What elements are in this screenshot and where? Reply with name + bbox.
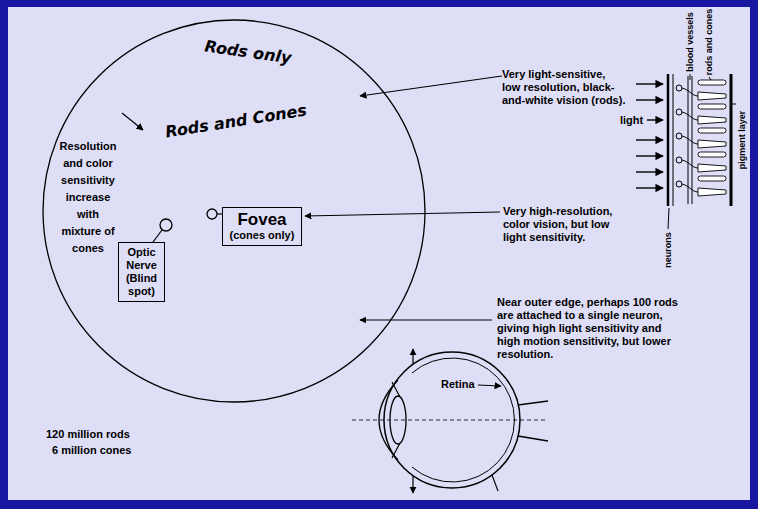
blind-spot-mark xyxy=(160,219,172,231)
part-label: Retina xyxy=(441,378,475,391)
neuron-fibre xyxy=(682,112,698,120)
cone-cell xyxy=(698,92,726,100)
iris xyxy=(392,443,400,458)
cone-cell xyxy=(698,188,726,196)
rod-cell xyxy=(698,128,726,133)
neurons xyxy=(676,85,698,192)
blood-vessel xyxy=(692,76,693,204)
layer-label: neurons xyxy=(663,232,674,268)
fovea-mark xyxy=(207,209,217,219)
leader-line xyxy=(153,230,162,242)
blood-vessel xyxy=(688,76,689,204)
light-arrows xyxy=(636,84,663,188)
leader-line xyxy=(709,77,711,80)
optical-axis xyxy=(352,420,548,421)
zone-note: Resolution and color sensitivity increas… xyxy=(58,138,118,257)
optic-nerve xyxy=(518,401,548,405)
annotation: Very high-resolution, color vision, but … xyxy=(503,205,621,244)
neuron-fibre xyxy=(682,88,698,96)
rod-cell xyxy=(698,80,726,85)
direction-arrow xyxy=(412,476,413,493)
box-label: (cones only) xyxy=(229,229,295,242)
leader-line xyxy=(305,212,500,216)
fovea-box: Fovea(cones only) xyxy=(222,207,302,246)
neuron-layer xyxy=(673,74,674,206)
annotation: Very light-sensitive, low resolution, bl… xyxy=(502,68,626,107)
iris xyxy=(392,382,400,397)
neuron-layer xyxy=(667,74,670,206)
neuron-fibre xyxy=(682,136,698,144)
leader-line xyxy=(732,104,736,105)
cone-cell xyxy=(698,140,726,148)
tick-mark xyxy=(492,475,498,491)
cone-cell xyxy=(698,116,726,124)
neuron-cell xyxy=(676,181,682,187)
photoreceptors xyxy=(698,80,726,196)
light-arrow xyxy=(636,99,663,100)
annotation: Near outer edge, perhaps 100 rods are at… xyxy=(497,296,685,361)
cone-cell xyxy=(698,164,726,172)
light-arrow xyxy=(636,171,663,172)
part-label: light xyxy=(620,114,643,127)
count-label: 120 million rods xyxy=(46,428,130,441)
leader-line xyxy=(122,113,143,130)
rod-cell xyxy=(698,152,726,157)
layer-label: pigment layer xyxy=(737,111,748,170)
light-arrow xyxy=(636,187,663,188)
box-heading: Fovea xyxy=(229,210,295,229)
neuron-cell xyxy=(676,157,682,163)
leader-line xyxy=(360,76,502,96)
neuron-cell xyxy=(676,85,682,91)
leader-line xyxy=(690,74,691,80)
retina-outline xyxy=(43,20,425,402)
neuron-fibre xyxy=(682,184,698,192)
box-label: Optic Nerve (Blind spot) xyxy=(124,246,160,298)
light-arrow xyxy=(636,139,663,140)
direction-arrow xyxy=(412,349,413,365)
leader-line xyxy=(478,385,501,386)
zone-label: Rods and Cones xyxy=(164,100,308,141)
leader-line xyxy=(360,319,492,320)
layer-label: blood vessels xyxy=(685,12,696,72)
retina-field: Rods onlyRods and ConesResolution and co… xyxy=(42,19,426,403)
neuron-cell xyxy=(676,109,682,115)
leader-line xyxy=(668,208,669,229)
optic-nerve-box: Optic Nerve (Blind spot) xyxy=(118,242,165,302)
pigment-layer xyxy=(730,74,733,206)
neuron-cell xyxy=(676,133,682,139)
zone-label: Rods only xyxy=(203,37,292,68)
light-arrow xyxy=(636,83,663,84)
rod-cell xyxy=(698,176,726,181)
count-label: 6 million cones xyxy=(52,444,131,457)
light-arrow xyxy=(647,119,663,120)
optic-nerve xyxy=(518,436,548,441)
rod-cell xyxy=(698,104,726,109)
layer-label: rods and cones xyxy=(704,9,715,76)
neuron-fibre xyxy=(682,160,698,168)
light-arrow xyxy=(636,155,663,156)
